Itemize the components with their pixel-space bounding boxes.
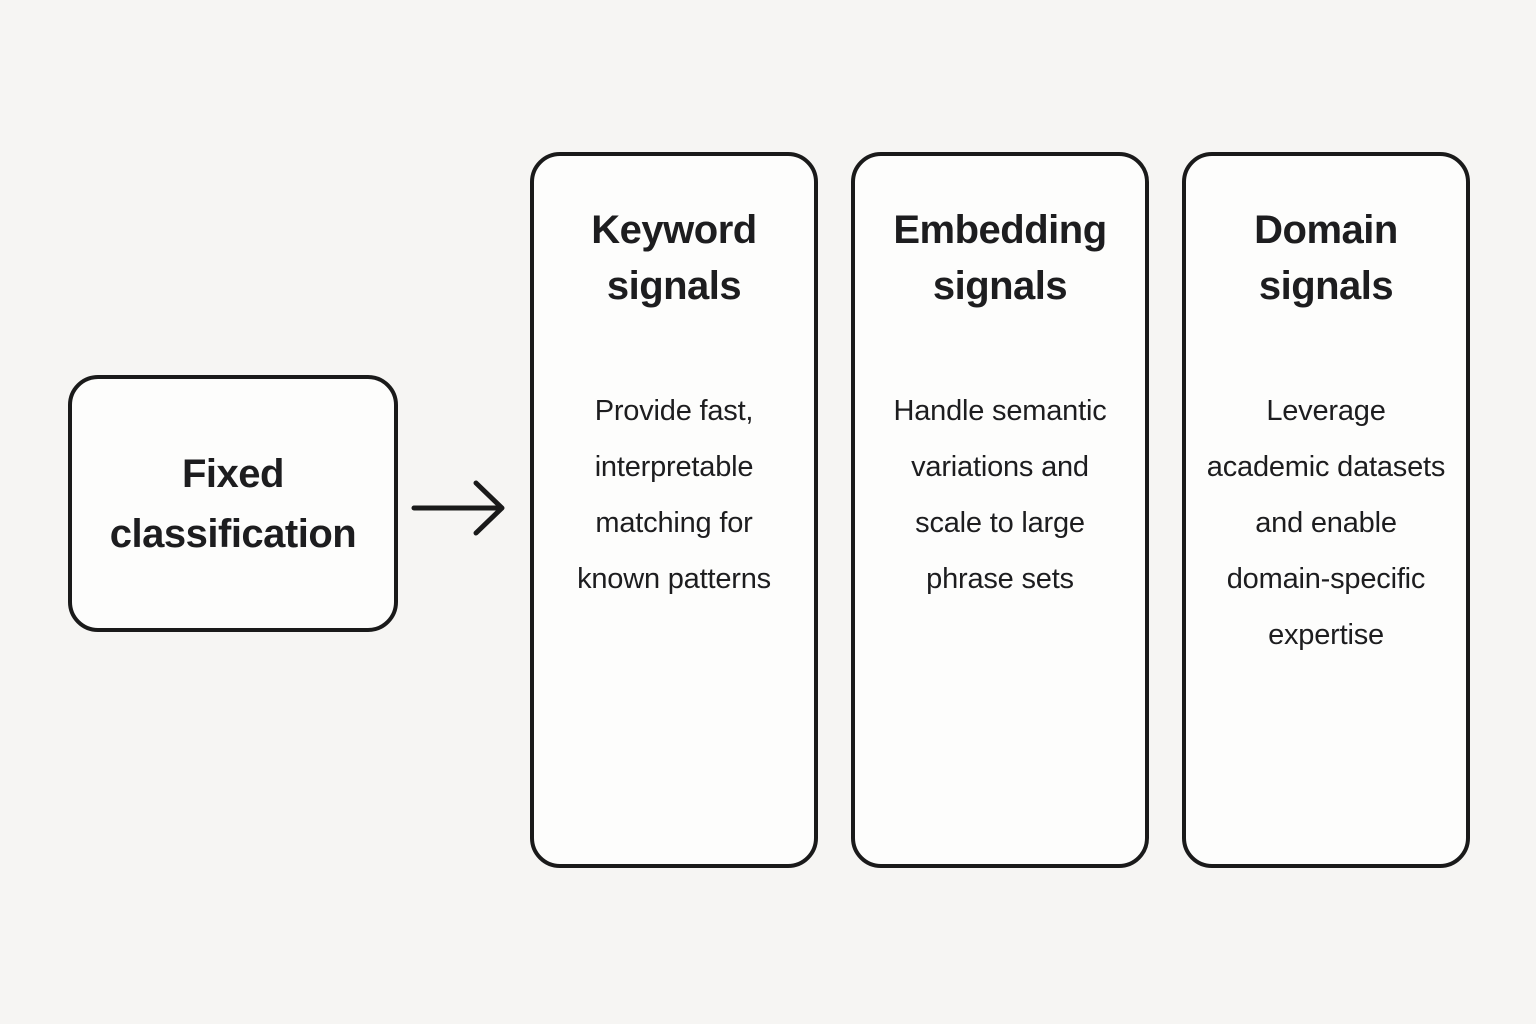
keyword-signals-title: Keyword signals: [591, 208, 757, 308]
embedding-signals-title: Embedding signals: [893, 208, 1107, 308]
domain-signals-description: Leverage academic datasets and enable do…: [1206, 395, 1446, 651]
signal-columns: Keyword signals Provide fast, interpreta…: [530, 152, 1470, 868]
embedding-signals-description: Handle semantic variations and scale to …: [893, 395, 1107, 595]
embedding-signals-box: Embedding signals Handle semantic variat…: [851, 152, 1149, 868]
arrow-right-icon: [411, 480, 505, 536]
domain-signals-box: Domain signals Leverage academic dataset…: [1182, 152, 1470, 868]
fixed-classification-label: Fixed classification: [109, 451, 357, 556]
keyword-signals-description: Provide fast, interpretable matching for…: [577, 395, 771, 595]
keyword-signals-box: Keyword signals Provide fast, interpreta…: [530, 152, 818, 868]
domain-signals-title: Domain signals: [1254, 208, 1398, 308]
fixed-classification-box: Fixed classification: [68, 375, 398, 632]
